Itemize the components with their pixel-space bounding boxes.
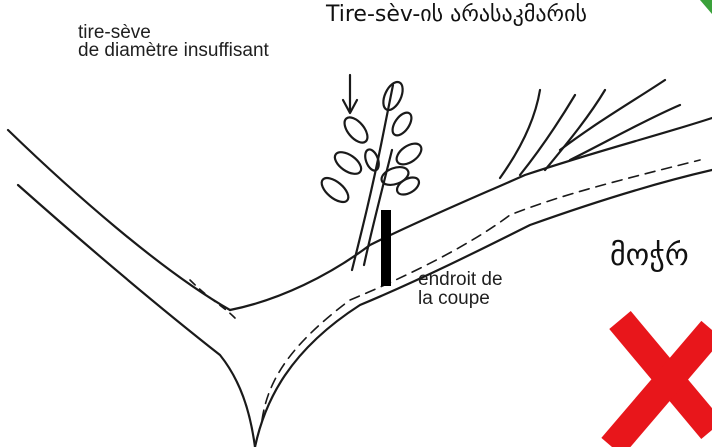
leaf xyxy=(379,79,406,113)
cut-marker xyxy=(381,210,391,286)
leaf xyxy=(394,174,422,198)
leaf xyxy=(340,113,372,146)
x-mark-icon xyxy=(612,320,712,447)
leaf xyxy=(393,139,425,168)
fork-branch-3 xyxy=(500,90,540,178)
fork-branch-1 xyxy=(520,95,575,175)
sapdrawer-label-line2: de diamètre insuffisant xyxy=(78,42,269,60)
top-caption: Tire-sèv-ის არასაკმარის xyxy=(326,2,587,27)
trunk-outline-lower xyxy=(18,185,255,447)
leaf xyxy=(331,148,365,178)
right-caption: მოჭრ xyxy=(610,238,689,273)
trunk-sap-line xyxy=(190,280,235,318)
leaf xyxy=(389,109,415,138)
leaf xyxy=(379,164,411,189)
cut-label-line2: la coupe xyxy=(418,290,490,308)
cut-label-line1: endroit de xyxy=(418,271,503,289)
leaf xyxy=(318,174,353,207)
fork-branch-2 xyxy=(560,80,665,150)
leaf-accent-icon xyxy=(700,0,712,14)
trunk-outline-upper xyxy=(8,130,230,310)
